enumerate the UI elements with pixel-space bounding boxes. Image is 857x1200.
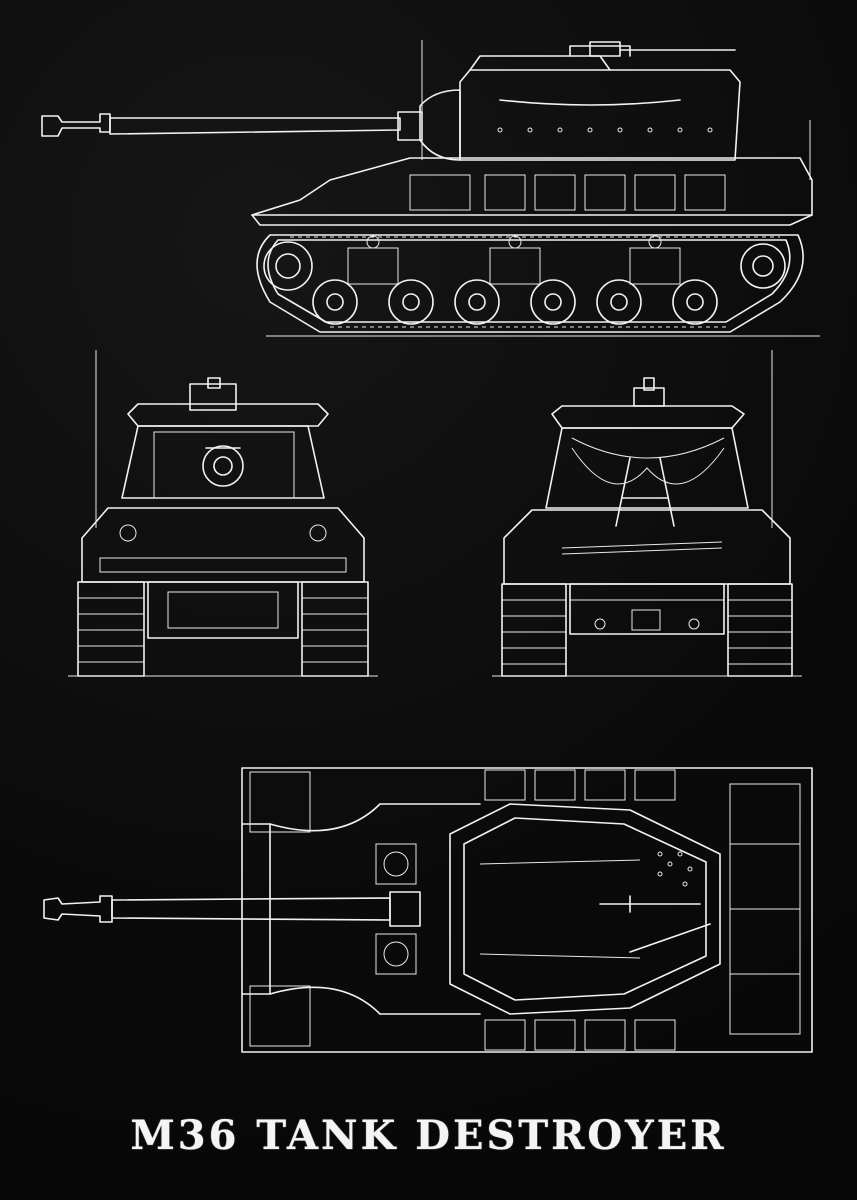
poster-title: M36 TANK DESTROYER [130,1112,727,1159]
top-grilles [485,770,675,1050]
front-view-drawing [68,348,378,678]
road-wheels [313,280,717,324]
rear-view-drawing [492,348,802,678]
front-track-links [78,598,368,662]
top-rivets [658,852,692,886]
side-view-drawing [30,30,830,350]
top-view-drawing [40,764,820,1056]
rear-track-links [502,600,792,664]
bogie-units [348,248,680,284]
turret-rivets [498,128,712,132]
